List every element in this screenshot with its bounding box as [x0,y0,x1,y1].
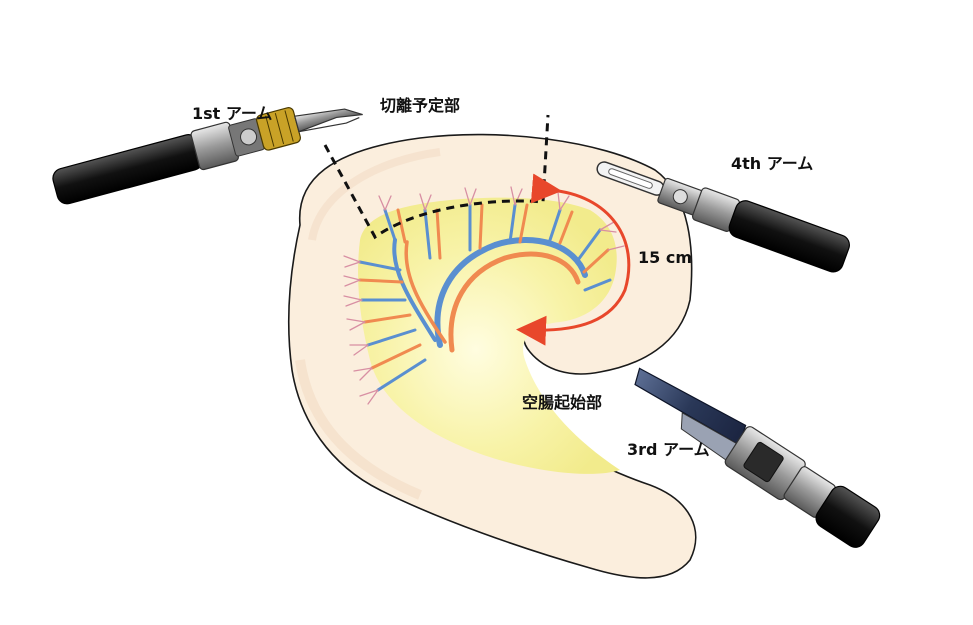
cut-line-label: 切離予定部 [380,96,461,115]
mesenteric-vessels [343,186,625,405]
arm4-label: 4th アーム [731,154,814,173]
length-label: 15 cm [638,248,692,267]
arm1-label: 1st アーム [192,104,273,123]
jejunum-start-label: 空腸起始部 [522,393,603,412]
fenestrated-grasper-icon [596,161,850,273]
stapler-icon [634,367,881,548]
grasper-icon [52,107,363,205]
arm3-label: 3rd アーム [627,440,710,459]
length-arrow [516,173,631,346]
